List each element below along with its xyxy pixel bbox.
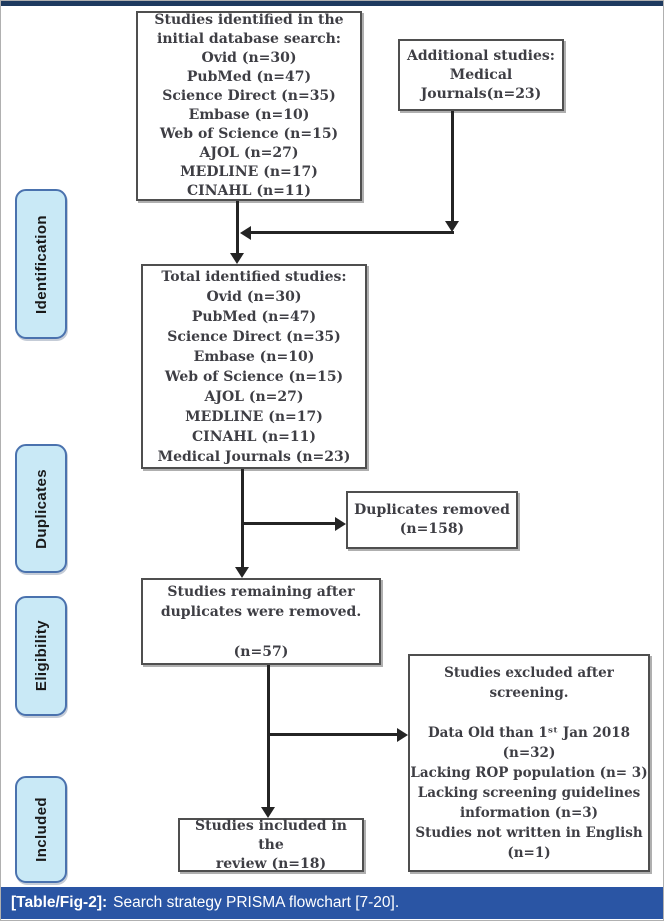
box-studies-remaining: Studies remaining after duplicates were … [141, 578, 381, 665]
box-text: Studies identified in the initial databa… [154, 12, 344, 199]
box-studies-included: Studies included in the review (n=18) [178, 818, 364, 872]
box-text: Studies included in the review (n=18) [195, 817, 347, 872]
box-studies-excluded: Studies excluded after screening. Data O… [408, 654, 650, 872]
box-duplicates-removed: Duplicates removed (n=158) [346, 491, 518, 549]
stage-label-eligibility: Eligibility [15, 596, 67, 716]
arrowhead-into-duplicates-removed [335, 517, 346, 531]
connector-to-duplicates-removed [243, 522, 335, 525]
connector-additional-merge [250, 231, 454, 234]
stage-label-text: Included [32, 797, 50, 862]
connector-identified-to-total [236, 201, 239, 253]
box-text: Studies excluded after screening. Data O… [410, 665, 648, 861]
box-text: Additional studies: Medical Journals(n=2… [407, 47, 555, 102]
connector-total-to-remaining [241, 469, 244, 567]
stage-label-duplicates: Duplicates [15, 444, 67, 573]
box-text: Duplicates removed (n=158) [354, 502, 510, 537]
stage-label-included: Included [15, 776, 67, 883]
stage-label-identification: Identification [15, 189, 67, 339]
box-text: Studies remaining after duplicates were … [160, 583, 362, 660]
connector-additional-down [451, 111, 454, 221]
stage-label-text: Eligibility [32, 620, 50, 692]
arrowhead-merge-left [240, 226, 251, 240]
box-total-identified: Total identified studies: Ovid (n=30) Pu… [141, 264, 367, 469]
box-additional-studies: Additional studies: Medical Journals(n=2… [398, 39, 564, 111]
arrowhead-additional-down [445, 221, 459, 232]
arrowhead-into-excluded [397, 728, 408, 742]
box-text: Total identified studies: Ovid (n=30) Pu… [157, 268, 351, 465]
stage-label-text: Duplicates [32, 468, 50, 549]
connector-remaining-to-included [267, 665, 270, 807]
figure-caption-bar: [Table/Fig-2]: Search strategy PRISMA fl… [1, 887, 663, 919]
box-studies-identified: Studies identified in the initial databa… [136, 11, 362, 201]
connector-to-excluded [268, 733, 397, 736]
figure-caption-label: [Table/Fig-2]: [11, 894, 108, 911]
arrowhead-into-remaining [235, 567, 249, 578]
arrowhead-into-total [230, 253, 244, 264]
figure-caption-text: Search strategy PRISMA flowchart [7-20]. [113, 894, 400, 911]
top-divider-rule [1, 1, 663, 6]
stage-label-text: Identification [32, 214, 50, 314]
arrowhead-into-included [261, 807, 275, 818]
